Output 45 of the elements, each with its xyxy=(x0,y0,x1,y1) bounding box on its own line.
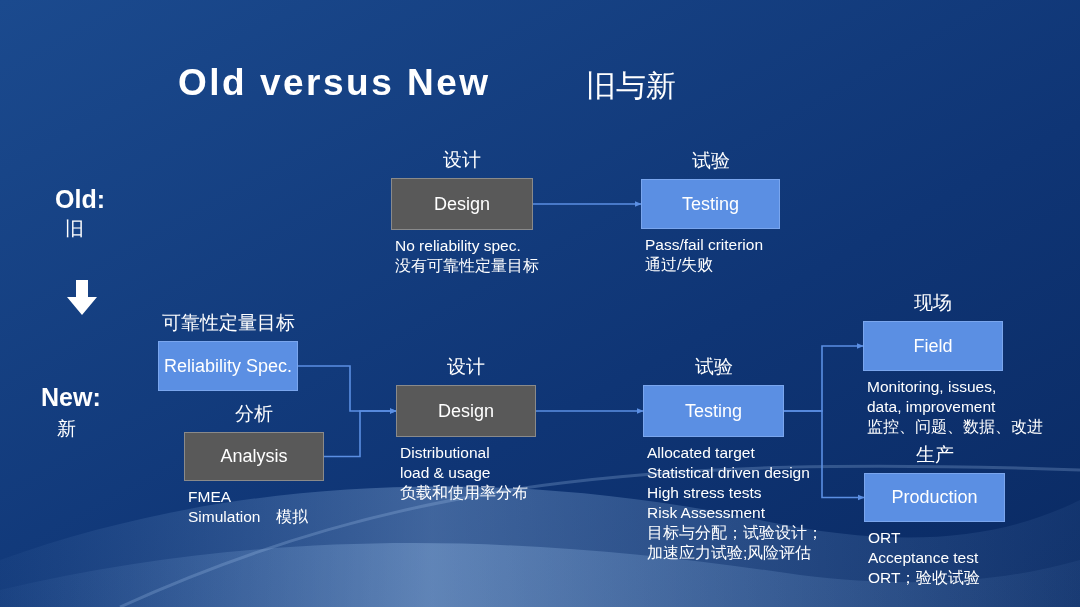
description-text: Allocated target xyxy=(647,443,755,463)
process-box: Testing xyxy=(641,179,780,229)
description-text: 模拟 xyxy=(276,507,309,527)
process-box: Testing xyxy=(643,385,784,437)
arrow xyxy=(783,410,865,501)
description-text: FMEA xyxy=(188,487,232,507)
process-box: Design xyxy=(391,178,533,230)
description-text: Acceptance test xyxy=(868,548,979,568)
description-text: Pass/fail criterion xyxy=(645,235,763,255)
arrow xyxy=(323,408,397,458)
arrow xyxy=(532,201,642,207)
row-label: 新 xyxy=(57,417,76,441)
arrow xyxy=(535,408,644,414)
process-box: Production xyxy=(864,473,1005,522)
row-label: Old: xyxy=(55,185,105,214)
description-text: Risk Assessment xyxy=(647,503,765,523)
box-heading: 分析 xyxy=(234,402,274,426)
description-text: Monitoring, issues, data, improvement xyxy=(867,377,998,417)
description-text: ORT xyxy=(868,528,901,548)
box-heading: 生产 xyxy=(914,443,955,467)
process-box: Field xyxy=(863,321,1003,371)
description-text: ORT；验收试验 xyxy=(868,568,981,588)
box-heading: 试验 xyxy=(693,355,734,379)
box-heading: 现场 xyxy=(913,291,953,315)
row-label: 旧 xyxy=(65,217,84,241)
description-text: 监控、问题、数据、改进 xyxy=(867,417,1043,437)
description-text: Distributional load & usage xyxy=(400,443,492,483)
process-box: Analysis xyxy=(184,432,324,481)
box-heading: 试验 xyxy=(690,149,731,173)
box-heading: 设计 xyxy=(442,148,482,172)
row-label: New: xyxy=(41,383,101,412)
description-text: 目标与分配；试验设计；加速应力试验;风险评估 xyxy=(647,523,824,563)
description-text: High stress tests xyxy=(647,483,762,503)
process-box: Reliability Spec. xyxy=(158,341,298,391)
description-text: No reliability spec. xyxy=(395,236,521,256)
description-text: Simulation xyxy=(188,507,261,527)
box-heading: 可靠性定量目标 xyxy=(160,311,296,335)
description-text: 没有可靠性定量目标 xyxy=(395,256,539,276)
description-text: 通过/失败 xyxy=(645,255,714,275)
slide-title: Old versus New xyxy=(178,62,491,104)
description-text: 负载和使用率分布 xyxy=(400,483,528,503)
process-box: Design xyxy=(396,385,536,437)
description-text: Statistical driven design xyxy=(647,463,810,483)
box-heading: 设计 xyxy=(446,355,486,379)
slide-subtitle: 旧与新 xyxy=(586,68,676,104)
